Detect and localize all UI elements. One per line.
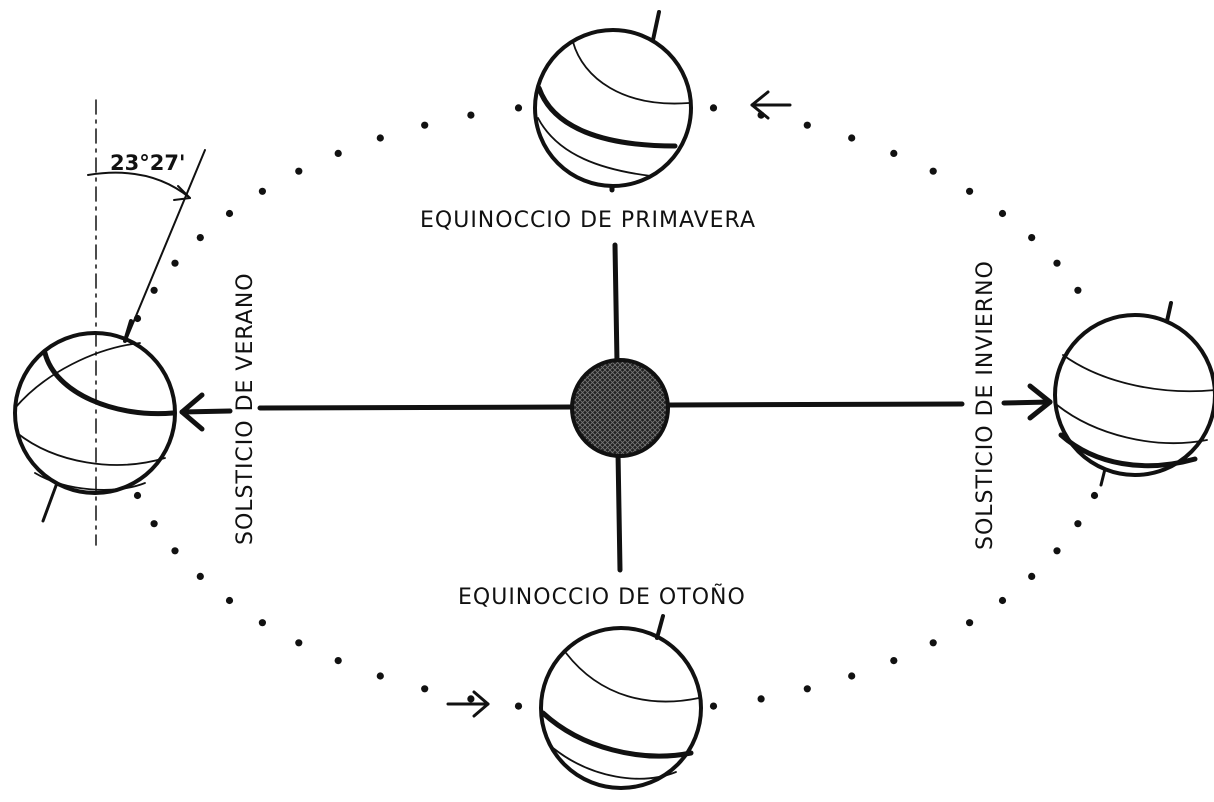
- tilt-angle-label: 23°27': [110, 151, 185, 175]
- orbit-dot: [710, 703, 717, 710]
- orbit-dot: [999, 597, 1006, 604]
- axis-right: [670, 404, 962, 405]
- earth-globe-icon: [541, 616, 701, 788]
- orbit-dot: [930, 168, 937, 175]
- summer-solstice-label: SOLSTICIO DE VERANO: [233, 272, 258, 545]
- winter-solstice-label: SOLSTICIO DE INVIERNO: [973, 260, 998, 550]
- arrow-to-winter-icon: [1004, 386, 1050, 418]
- axis-bottom: [618, 452, 620, 570]
- orbit-dot: [377, 672, 384, 679]
- orbit-dot: [421, 122, 428, 129]
- earth-globe-icon: [1055, 303, 1214, 485]
- axis-top: [615, 245, 617, 362]
- orbit-dot: [335, 150, 342, 157]
- orbit-dot: [377, 134, 384, 141]
- orbit-dot: [758, 695, 765, 702]
- earth-globe-icon: [535, 12, 691, 186]
- axis-left: [260, 407, 572, 408]
- orbit-dot: [848, 134, 855, 141]
- orbit-dot: [890, 657, 897, 664]
- orbit-dot: [966, 619, 973, 626]
- orbit-dot: [421, 685, 428, 692]
- orbit-dot: [171, 547, 178, 554]
- orbit-dot: [467, 695, 474, 702]
- orbit-dot: [804, 122, 811, 129]
- orbit-dot: [197, 234, 204, 241]
- orbit-dot: [151, 520, 158, 527]
- orbit-dot: [1028, 573, 1035, 580]
- orbit-dot: [1074, 520, 1081, 527]
- spring-equinox-label: EQUINOCCIO DE PRIMAVERA: [420, 208, 756, 233]
- orbit-dot: [226, 210, 233, 217]
- orbit-dot: [515, 104, 522, 111]
- orbit-dot: [171, 260, 178, 267]
- orbit-dot: [335, 657, 342, 664]
- orbit-dot: [966, 188, 973, 195]
- tilt-angle-arc: [88, 173, 190, 198]
- orbit-dot: [515, 703, 522, 710]
- orbit-dot: [1053, 547, 1060, 554]
- orbit-dot: [197, 573, 204, 580]
- orbit-arrow-bottom-icon: [448, 692, 488, 716]
- orbit-dot: [151, 287, 158, 294]
- orbit-dot: [999, 210, 1006, 217]
- autumn-equinox-label: EQUINOCCIO DE OTOÑO: [458, 583, 746, 610]
- orbit-dot: [259, 188, 266, 195]
- orbit-dot: [1074, 287, 1081, 294]
- orbit-dot: [259, 619, 266, 626]
- orbit-dot: [848, 672, 855, 679]
- orbit-dot: [295, 168, 302, 175]
- orbit-dot: [804, 685, 811, 692]
- sun-icon: [572, 360, 668, 456]
- orbit-dot: [710, 104, 717, 111]
- orbit-dot: [1053, 260, 1060, 267]
- orbit-dot: [930, 639, 937, 646]
- earth-globe-icon: [15, 321, 175, 521]
- orbit-dot: [467, 112, 474, 119]
- orbit-dot: [295, 639, 302, 646]
- orbit-dot: [1028, 234, 1035, 241]
- arrow-to-summer-icon: [182, 395, 230, 429]
- orbit-dot: [134, 492, 141, 499]
- orbit-dot: [1091, 492, 1098, 499]
- orbit-dot: [226, 597, 233, 604]
- orbit-dot: [890, 150, 897, 157]
- tilt-axis-line: [126, 150, 205, 340]
